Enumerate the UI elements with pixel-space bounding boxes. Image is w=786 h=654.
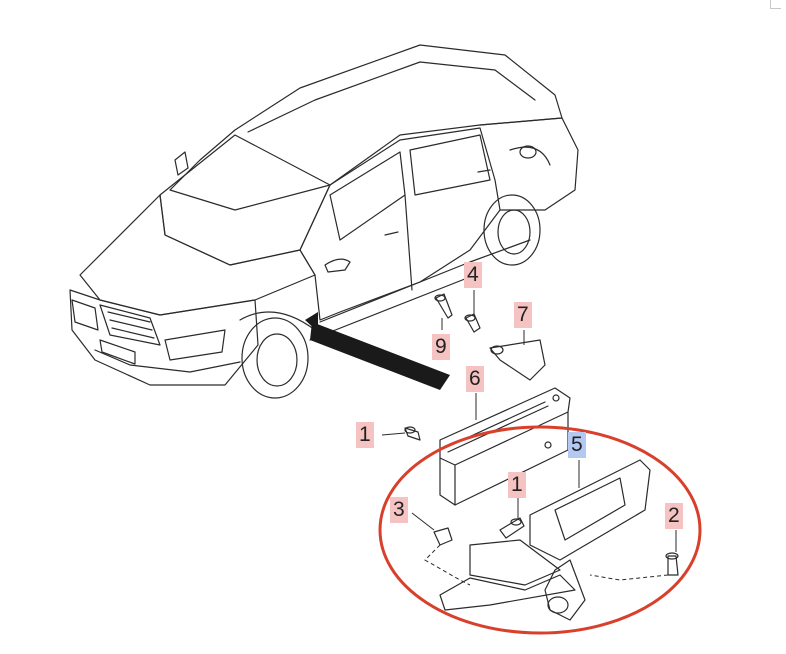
callout-9: 9 [432,334,450,360]
callout-6: 6 [466,366,484,392]
callout-7: 7 [514,302,532,328]
callout-5: 5 [568,432,586,458]
callout-4: 4 [464,262,482,288]
callout-1-right: 1 [508,472,526,498]
callout-1-left: 1 [356,422,374,448]
callout-3: 3 [390,497,408,523]
corner-crop-mark [770,0,781,9]
highlight-ellipse [378,425,702,635]
callout-2: 2 [665,503,683,529]
